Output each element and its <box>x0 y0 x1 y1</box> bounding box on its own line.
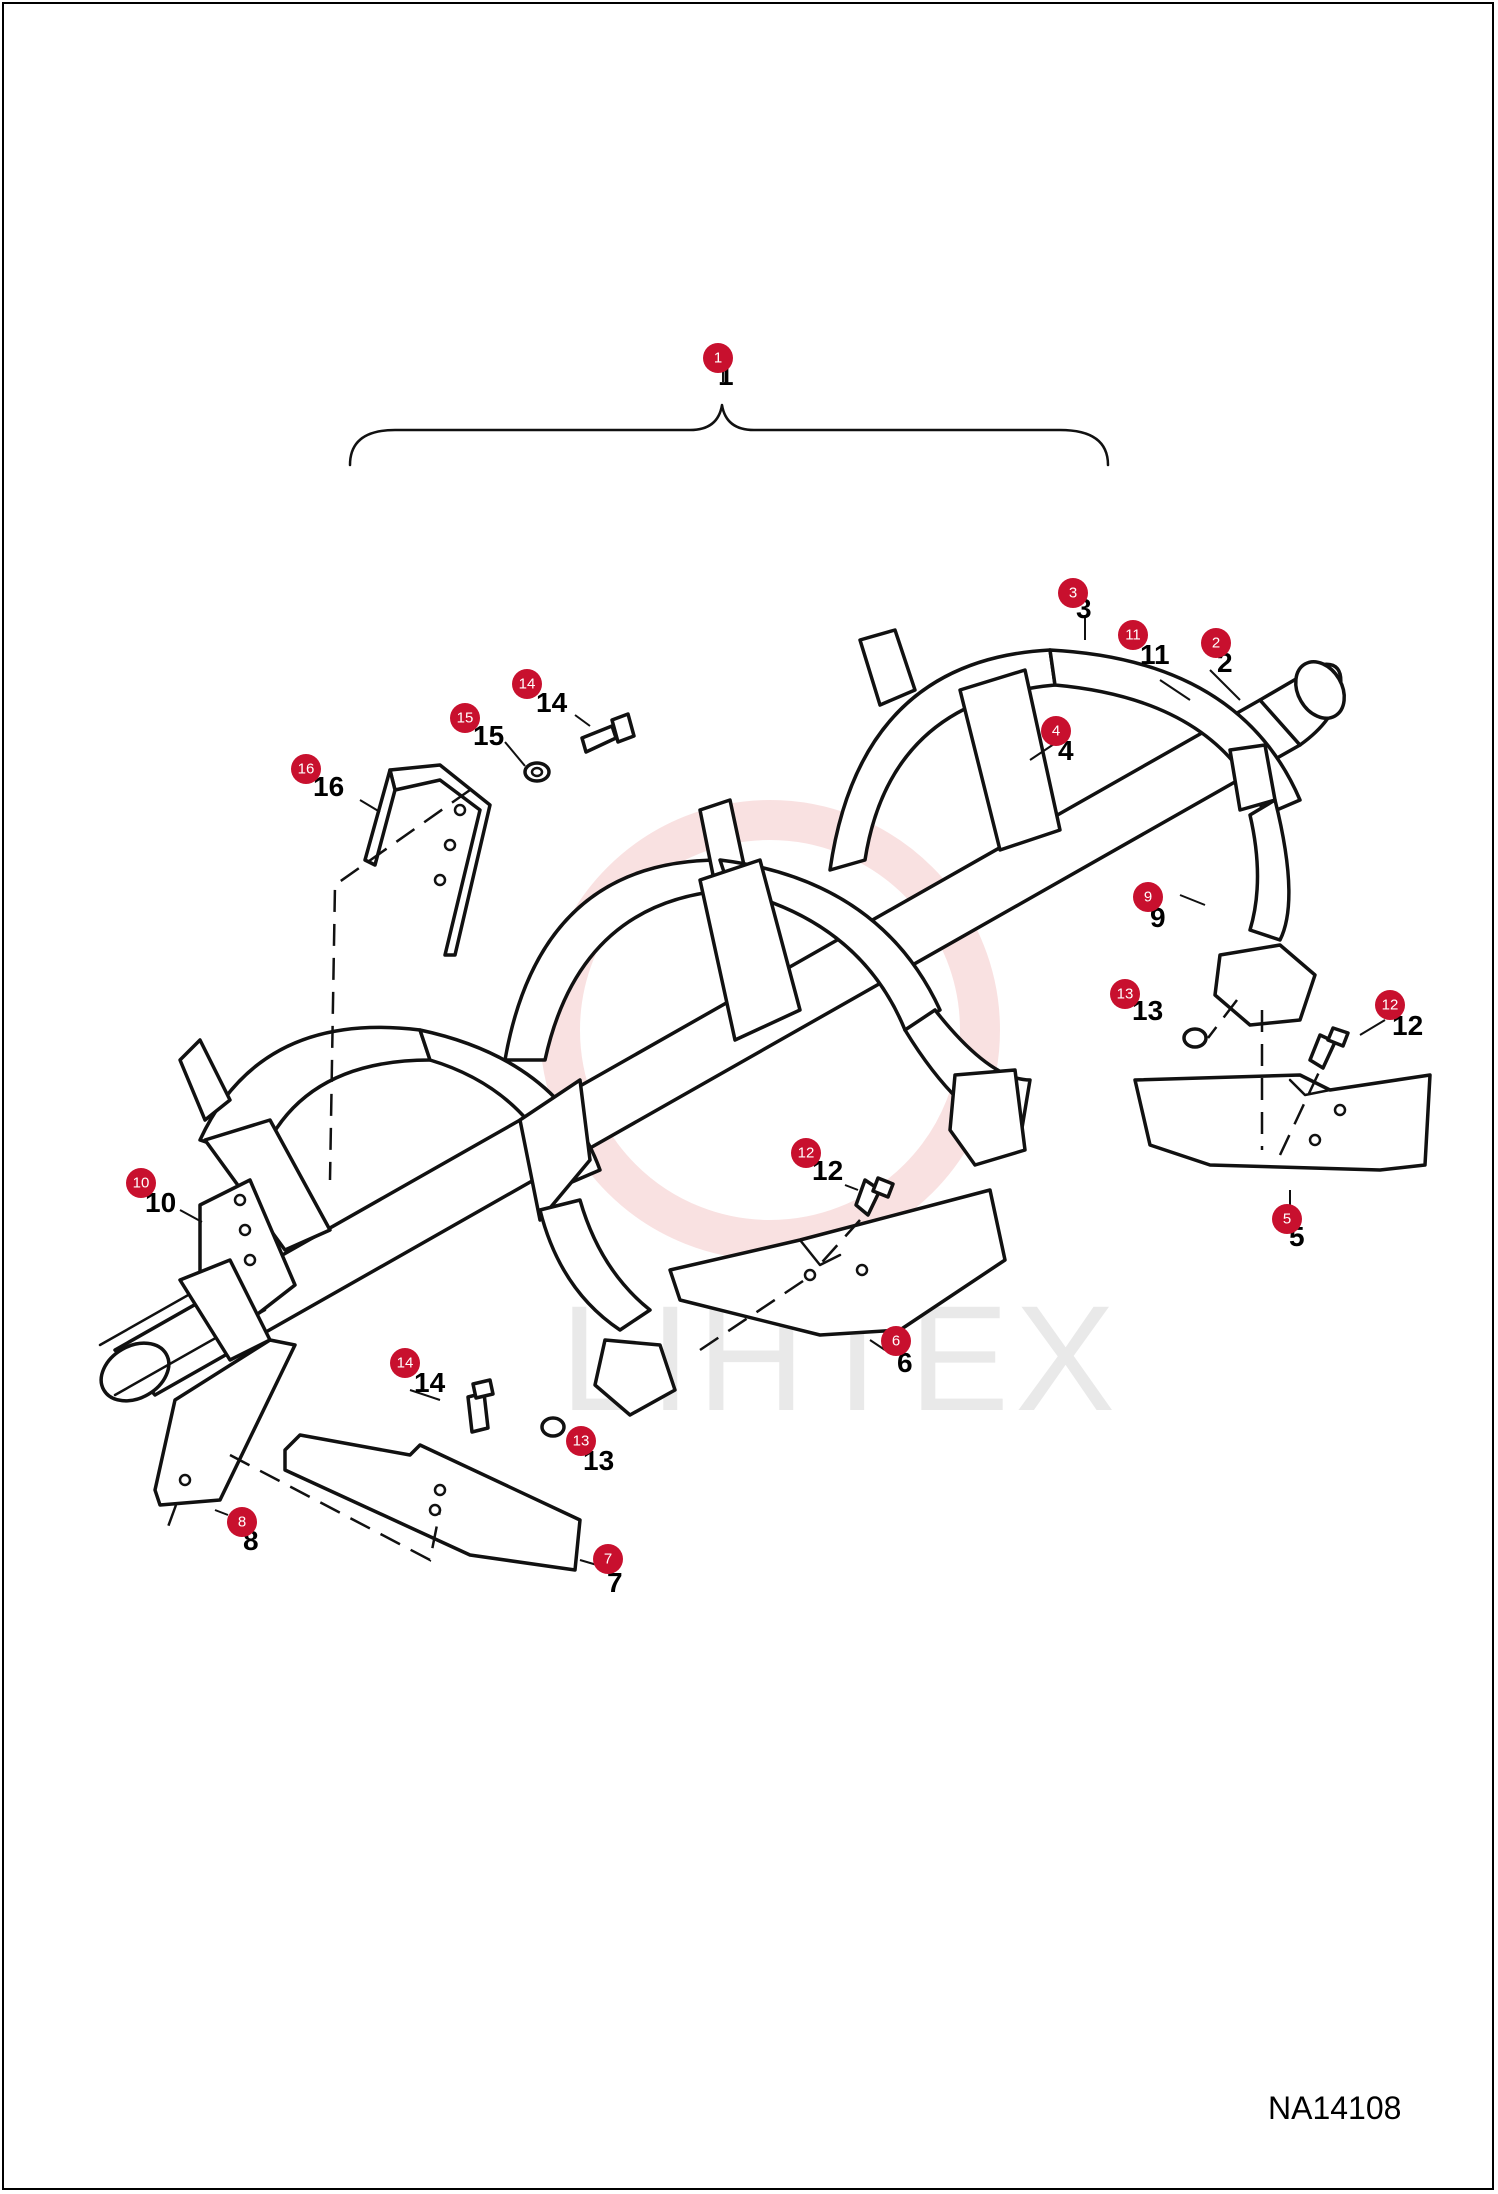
callout-12-middle: 12 12 <box>791 1138 843 1186</box>
part-8-plate <box>153 1338 297 1507</box>
badge-label: 13 <box>573 1433 590 1450</box>
callout-13-right: 13 13 <box>1110 979 1163 1026</box>
callout-label: 14 <box>536 687 568 718</box>
callout-4: 4 4 <box>1041 716 1074 766</box>
callout-14-lower: 14 14 <box>390 1348 446 1398</box>
callout-label: 11 <box>1140 639 1170 670</box>
part-12-bolt-right <box>1308 1026 1350 1070</box>
part-13-nut-right <box>1182 1027 1208 1049</box>
badge-label: 11 <box>1125 627 1141 644</box>
badge-label: 10 <box>133 1175 150 1192</box>
part-14-bolt-top <box>580 712 636 754</box>
part-16-bracket <box>363 763 492 957</box>
callout-label: 7 <box>607 1567 623 1598</box>
part-10-plate <box>178 1178 297 1362</box>
drawing-number: NA14108 <box>1268 2090 1402 2126</box>
callout-14-top: 14 14 <box>512 669 568 718</box>
callout-6: 6 6 <box>881 1326 913 1378</box>
badge-label: 12 <box>798 1145 815 1162</box>
callout-2: 2 2 <box>1201 628 1233 678</box>
part-15-washer <box>523 761 551 783</box>
badge-label: 2 <box>1212 635 1220 652</box>
part-5-blade <box>1133 1073 1432 1172</box>
callout-7: 7 7 <box>593 1544 623 1598</box>
part-6-blade <box>668 1188 1007 1337</box>
callout-3: 3 3 <box>1058 578 1092 624</box>
callout-16: 16 16 <box>291 754 344 802</box>
badge-label: 7 <box>604 1551 612 1568</box>
badge-label: 14 <box>397 1355 414 1372</box>
auger-flight-middle <box>503 798 1032 1167</box>
leader-lines <box>179 368 1386 1566</box>
part-13-nut-left <box>540 1416 566 1438</box>
part-7-blade <box>283 1433 582 1572</box>
callout-8: 8 8 <box>227 1507 259 1556</box>
assembly-bracket <box>348 403 1110 467</box>
callout-label: 15 <box>473 720 504 751</box>
callout-15: 15 15 <box>450 703 504 751</box>
callout-10: 10 10 <box>126 1168 176 1218</box>
part-14-bolt-lower <box>466 1378 495 1434</box>
badge-label: 16 <box>298 761 315 778</box>
auger-flight-right <box>828 628 1317 1027</box>
callout-12-right: 12 12 <box>1375 990 1423 1041</box>
badge-label: 9 <box>1144 889 1152 906</box>
badge-label: 5 <box>1283 1211 1291 1228</box>
assembly-lines <box>163 788 1322 1562</box>
badge-label: 12 <box>1382 997 1399 1014</box>
callout-label: 14 <box>414 1367 446 1398</box>
part-12-bolt-middle <box>854 1176 895 1217</box>
badge-label: 8 <box>238 1514 246 1531</box>
badge-label: 14 <box>519 676 536 693</box>
badge-label: 3 <box>1069 585 1077 602</box>
callout-11: 11 11 <box>1118 620 1170 670</box>
badge-label: 4 <box>1052 723 1060 740</box>
callout-1: 1 1 <box>703 343 734 391</box>
badge-label: 13 <box>1117 986 1134 1003</box>
callout-9: 9 9 <box>1133 882 1166 933</box>
callout-5: 5 5 <box>1272 1204 1305 1252</box>
badge-label: 15 <box>457 710 474 727</box>
callout-13-left: 13 13 <box>566 1426 614 1476</box>
badge-label: 1 <box>714 350 722 367</box>
badge-label: 6 <box>892 1333 900 1350</box>
auger-flight-left <box>178 1025 677 1417</box>
